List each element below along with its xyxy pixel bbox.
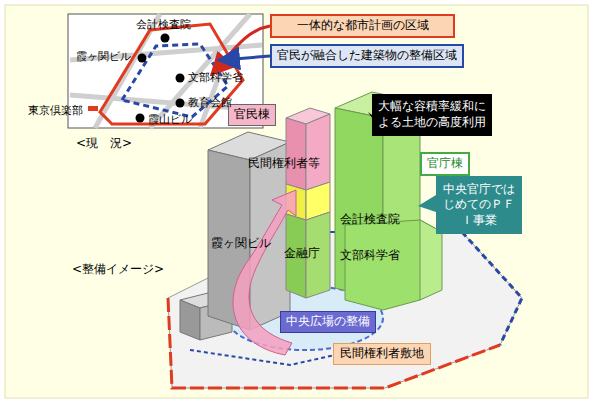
box-text: 官民棟	[234, 107, 270, 123]
label: 霞山ビル	[148, 113, 192, 126]
callout-box: 官民が融合した建築物の整備区域	[270, 44, 464, 68]
label: 会計検査院	[136, 18, 191, 31]
label: 霞ヶ関ビル	[76, 50, 131, 63]
label: 霞ヶ関ビル	[211, 236, 271, 250]
callout-arrow	[222, 56, 270, 60]
label: 会計検査院	[340, 212, 400, 226]
label: 文部科学省	[188, 71, 243, 84]
callout-box: 中央広場の整備	[280, 311, 376, 333]
label: 東京倶楽部	[28, 104, 83, 117]
callout-box: 民間権利者敷地	[333, 343, 431, 365]
box-text: 一体的な都市計画の区域	[297, 18, 429, 34]
label: 金融庁	[284, 246, 320, 260]
box-text: 大幅な容積率緩和による土地の高度利用	[377, 99, 487, 130]
callout-pointer	[418, 195, 436, 212]
box-text: 民間権利者敷地	[340, 346, 424, 362]
label: <整備イメージ>	[72, 262, 164, 276]
box-text: 官庁棟	[427, 156, 463, 172]
callout-box: 大幅な容積率緩和による土地の高度利用	[372, 94, 492, 136]
callout-arrow	[214, 26, 270, 72]
label: 教育会館	[188, 96, 232, 109]
box-text: 官民が融合した建築物の整備区域	[277, 48, 457, 64]
callout-box: 一体的な都市計画の区域	[270, 14, 455, 38]
callout-box: 官民棟	[228, 104, 276, 126]
callout-box: 中央官庁ではじめてのＰＦＩ事業	[436, 176, 522, 234]
label: <現 況>	[76, 136, 132, 150]
panel	[5, 5, 588, 398]
callout-box: 官庁棟	[420, 152, 470, 176]
box-text: 中央広場の整備	[286, 314, 370, 330]
label: 文部科学省	[340, 248, 400, 262]
box-text: 中央官庁ではじめてのＰＦＩ事業	[441, 182, 517, 229]
label: 民間権利者等	[248, 156, 320, 170]
